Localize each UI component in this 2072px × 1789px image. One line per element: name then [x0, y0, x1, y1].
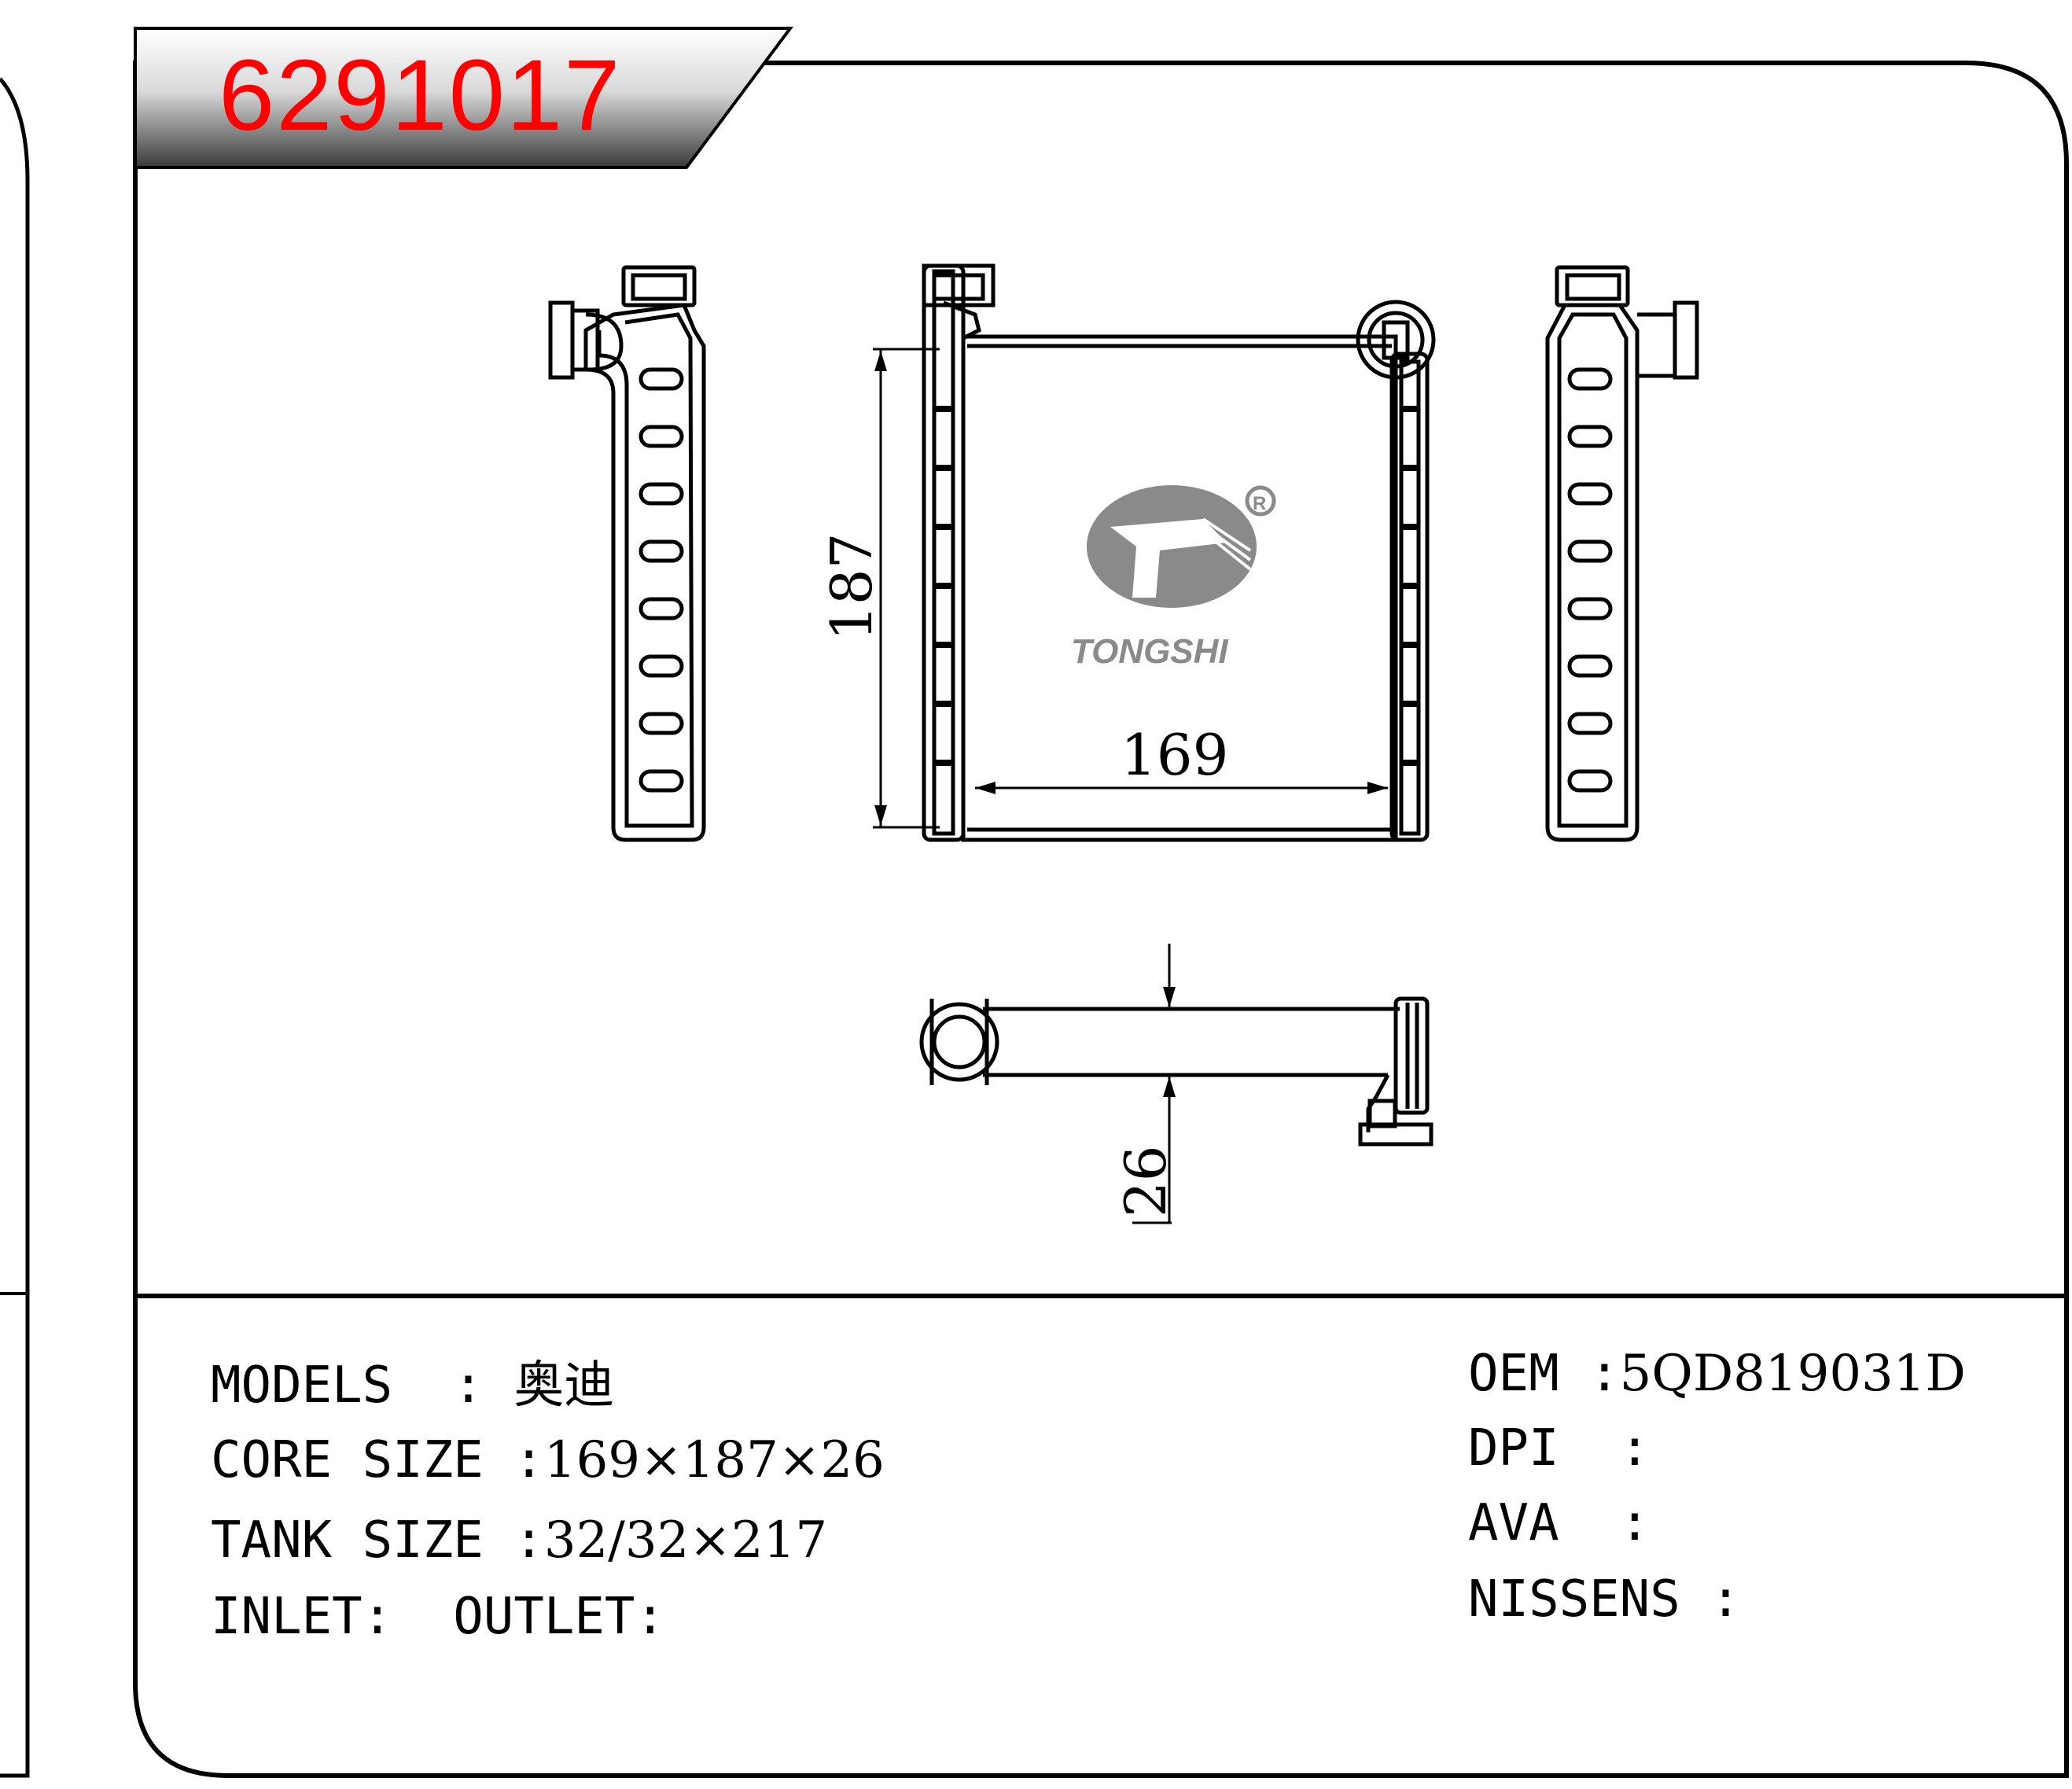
spec-ava: AVA :: [1468, 1494, 1651, 1552]
part-number-tab: [134, 27, 793, 169]
logo-text: TONGSHI: [1071, 632, 1228, 671]
registered-icon: [1245, 485, 1276, 517]
dimension-26: [1132, 944, 1176, 1224]
right-side-tube-slots: [1567, 367, 1613, 793]
dimension-187-label: 187: [819, 533, 885, 641]
main-frame: [133, 61, 2069, 1778]
spec-dpi: DPI :: [1468, 1419, 1651, 1478]
spec-tank-size: TANK SIZE :32/32×217: [211, 1511, 828, 1570]
dimension-169: [975, 782, 1388, 794]
spec-models: MODELS : 奥迪: [211, 1356, 615, 1415]
top-view: [919, 996, 1433, 1147]
left-side-view: [548, 265, 706, 842]
spec-core-size: CORE SIZE :169×187×26: [211, 1431, 885, 1489]
left-neighbor-frame: [0, 77, 30, 1778]
left-side-tube-slots: [639, 367, 684, 793]
part-number: 6291017: [219, 39, 622, 152]
front-view-ticks: [936, 406, 1420, 766]
dimension-169-label: 169: [1121, 722, 1228, 788]
svg-text:R: R: [1253, 493, 1266, 514]
spec-oem: OEM :5QD819031D: [1468, 1345, 1966, 1403]
right-side-view: [1545, 265, 1699, 842]
dimension-26-label: 26: [1113, 1145, 1179, 1217]
tongshi-logo: R TONGSHI: [1071, 485, 1276, 671]
spec-inlet-outlet: INLET: OUTLET:: [211, 1588, 665, 1646]
dimension-187: [873, 348, 940, 829]
front-view: [922, 263, 1436, 842]
spec-nissens: NISSENS :: [1468, 1570, 1741, 1629]
